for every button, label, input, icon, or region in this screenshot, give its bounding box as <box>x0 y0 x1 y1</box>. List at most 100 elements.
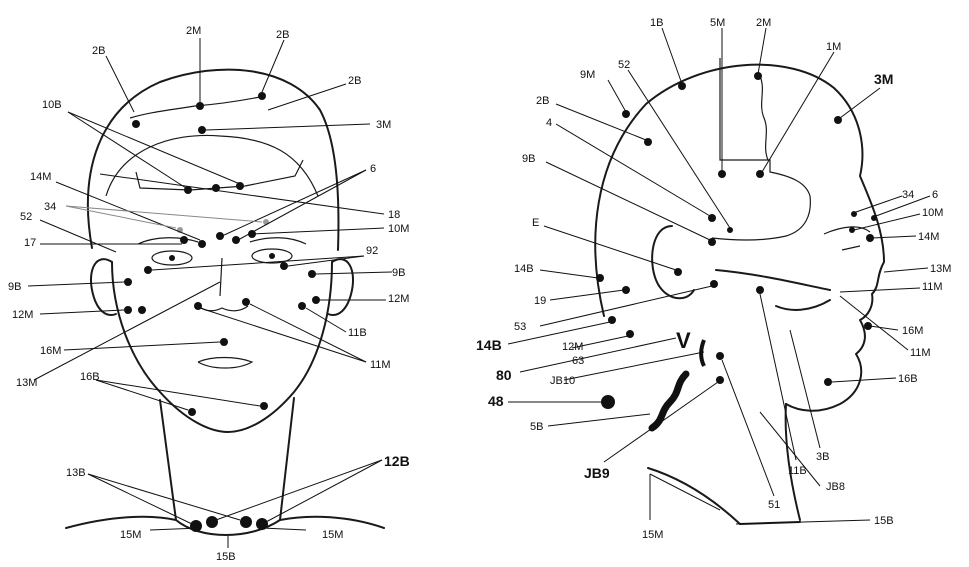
side-head: V <box>476 17 951 541</box>
label-side-63: 63 <box>572 355 584 367</box>
side-cheek <box>775 299 831 311</box>
label-side-12m: 12M <box>562 341 583 353</box>
front-right-eye <box>251 248 293 264</box>
label-side-9b: 9B <box>522 153 535 165</box>
label-front-13m: 13M <box>16 377 37 389</box>
label-front-11b: 11B <box>348 327 367 339</box>
label-side-6: 6 <box>932 189 938 201</box>
front-left-ear <box>90 258 117 316</box>
label-side-53: 53 <box>514 321 526 333</box>
label-side-16m: 16M <box>902 325 923 337</box>
label-front-12b: 12B <box>384 453 410 469</box>
side-neck-front <box>784 403 801 521</box>
side-v-mark: V <box>676 328 691 353</box>
label-front-15m-right: 15M <box>322 529 343 541</box>
front-face-outline <box>111 261 333 433</box>
label-front-11m: 11M <box>370 359 391 371</box>
label-front-52: 52 <box>20 211 32 223</box>
side-points <box>596 72 877 409</box>
label-side-2b: 2B <box>536 95 549 107</box>
label-side-jb8: JB8 <box>826 481 845 493</box>
front-leaders <box>27 38 393 548</box>
side-head-outline <box>594 63 885 412</box>
side-hair-panel <box>711 58 811 241</box>
label-side-3m: 3M <box>874 71 893 87</box>
label-side-e: E <box>532 217 539 229</box>
label-front-3m: 3M <box>376 119 391 131</box>
label-front-10b: 10B <box>42 99 62 111</box>
label-front-16m: 16M <box>40 345 61 357</box>
label-side-14m: 14M <box>918 231 939 243</box>
label-side-4: 4 <box>546 117 552 129</box>
label-front-2m-top: 2M <box>186 25 201 37</box>
side-jaw <box>715 269 831 291</box>
label-side-5m: 5M <box>710 17 725 29</box>
label-front-34: 34 <box>44 201 56 213</box>
side-neck-back <box>647 467 801 525</box>
label-side-1b: 1B <box>650 17 663 29</box>
front-head-outline <box>86 68 340 251</box>
label-side-2m: 2M <box>756 17 771 29</box>
label-side-9m: 9M <box>580 69 595 81</box>
label-side-10m: 10M <box>922 207 943 219</box>
front-shoulders <box>65 515 385 536</box>
label-side-51: 51 <box>768 499 780 511</box>
label-front-12m-left: 12M <box>12 309 33 321</box>
front-right-brow <box>249 237 307 245</box>
label-front-15b: 15B <box>216 551 236 563</box>
label-side-1m: 1M <box>826 41 841 53</box>
label-front-18: 18 <box>388 209 400 221</box>
front-right-ear <box>327 258 354 316</box>
front-hairline <box>105 134 319 197</box>
label-side-jb9: JB9 <box>584 465 610 481</box>
front-left-brow <box>137 237 199 245</box>
label-front-92: 92 <box>366 245 378 257</box>
side-labels: 1B 5M 2M 1M 9M 52 3M 2B 4 9B 34 6 10M 14… <box>476 17 951 541</box>
label-front-16b: 16B <box>80 371 100 383</box>
front-left-eye <box>151 250 193 266</box>
front-crown-wave <box>129 95 266 119</box>
label-side-jb10: JB10 <box>550 375 575 387</box>
front-points <box>124 92 320 532</box>
label-side-19: 19 <box>534 295 546 307</box>
side-eye <box>841 245 861 251</box>
front-head: 2M 2B 2B 2B 10B 3M 14M 6 34 18 52 10M 17… <box>8 25 410 563</box>
side-ear <box>651 225 695 300</box>
side-notch <box>699 339 706 367</box>
label-front-14m: 14M <box>30 171 51 183</box>
front-mouth <box>197 356 254 369</box>
label-side-11b: 11B <box>788 465 807 477</box>
label-front-15m-left: 15M <box>120 529 141 541</box>
side-brow <box>823 226 871 235</box>
label-side-48: 48 <box>488 393 504 409</box>
label-front-2b-far: 2B <box>348 75 361 87</box>
label-side-5b: 5B <box>530 421 543 433</box>
label-front-13b: 13B <box>66 467 86 479</box>
label-side-11m: 11M <box>910 347 931 359</box>
label-side-3b: 3B <box>816 451 829 463</box>
label-front-2b-left: 2B <box>92 45 105 57</box>
side-squiggle <box>648 370 690 432</box>
label-side-14b: 14B <box>476 337 502 353</box>
label-side-80: 80 <box>496 367 512 383</box>
label-front-17: 17 <box>24 237 36 249</box>
label-front-9b-right: 9B <box>392 267 405 279</box>
label-side-15m: 15M <box>642 529 663 541</box>
label-side-11m-top: 11M <box>922 281 943 293</box>
front-nose <box>197 257 249 312</box>
label-side-16b: 16B <box>898 373 918 385</box>
label-side-34: 34 <box>902 189 914 201</box>
label-front-9b-left: 9B <box>8 281 21 293</box>
side-leaders <box>507 27 931 525</box>
label-front-12m-right: 12M <box>388 293 409 305</box>
label-front-2b-right: 2B <box>276 29 289 41</box>
label-side-15b: 15B <box>874 515 894 527</box>
label-side-14b-top: 14B <box>514 263 534 275</box>
side-hair-wave <box>759 75 769 161</box>
label-side-13m: 13M <box>930 263 951 275</box>
front-labels: 2M 2B 2B 2B 10B 3M 14M 6 34 18 52 10M 17… <box>8 25 410 563</box>
label-front-10m: 10M <box>388 223 409 235</box>
label-front-6: 6 <box>370 163 376 175</box>
label-side-52: 52 <box>618 59 630 71</box>
